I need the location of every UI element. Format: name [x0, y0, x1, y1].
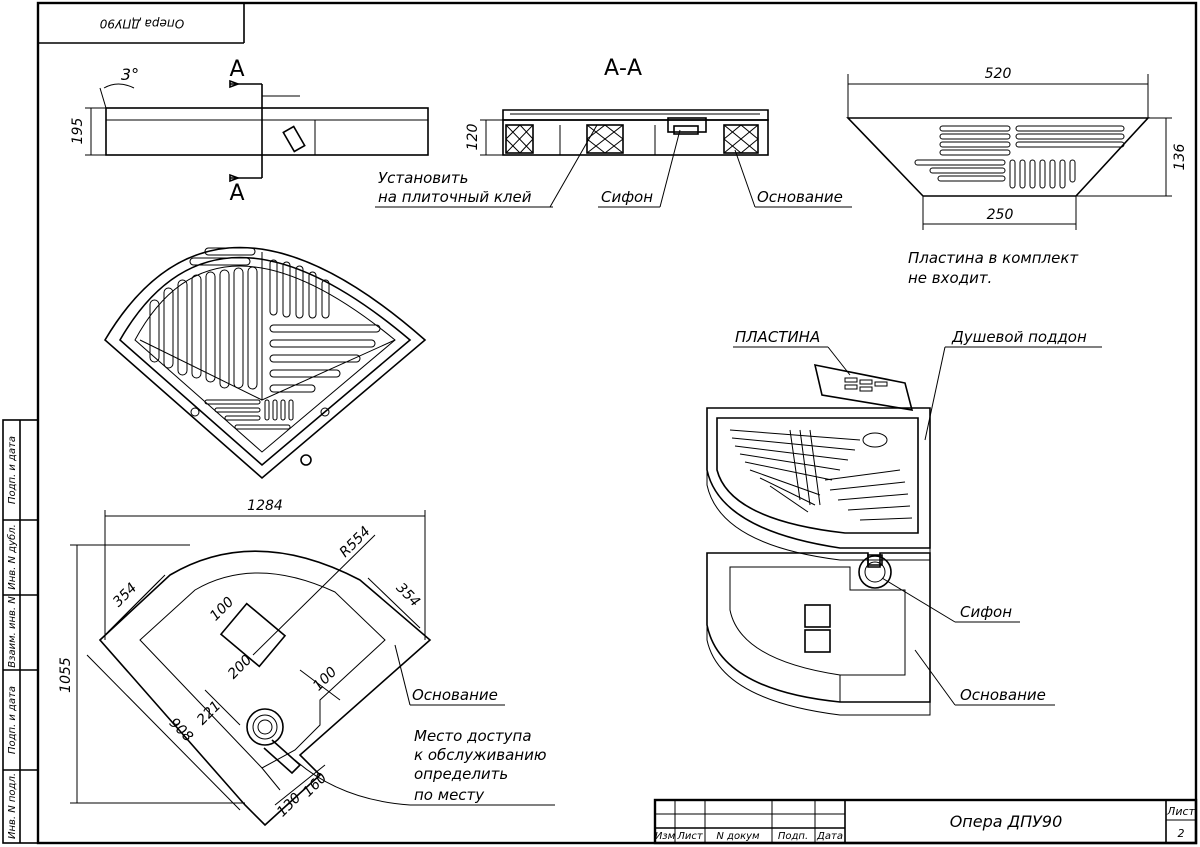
dim-1284: 1284 [247, 498, 283, 514]
base-plan: 1284 1055 R554 354 354 100 200 100 221 9… [58, 498, 555, 827]
label-base-plan: Основание [412, 686, 498, 704]
dim-160: 160 [300, 770, 330, 800]
sheet-number: 2 [1178, 827, 1185, 840]
dim-130: 130 [274, 790, 304, 820]
title-block: Изм Лист N докум Подп. Дата Опера ДПУ90 … [653, 798, 1198, 845]
section-aa: А-А 120 Установить на плиточный клей Сиф… [375, 56, 852, 208]
label-base-section: Основание [757, 188, 843, 206]
dim-100-right: 100 [310, 664, 340, 694]
dim-height-195: 195 [70, 118, 86, 145]
label-siphon-section: Сифон [601, 188, 653, 206]
side-view: А А 195 3° [70, 57, 429, 206]
dim-1055: 1055 [58, 657, 74, 693]
label-tray: Душевой поддон [951, 328, 1087, 346]
access-note-2: к обслуживанию [414, 746, 546, 764]
mirror-title: Опера ДПУ90 [99, 17, 184, 31]
svg-text:Инв. N дубл.: Инв. N дубл. [6, 524, 18, 590]
svg-text:Инв. N подл.: Инв. N подл. [7, 773, 18, 839]
col-list: Лист [676, 831, 704, 842]
plate-view: 520 250 136 Пластина в комплект не входи… [846, 66, 1188, 287]
col-sign: Подп. [778, 831, 808, 842]
col-izm: Изм [655, 831, 676, 842]
svg-text:Взаим. инв. N: Взаим. инв. N [7, 596, 18, 668]
label-glue-1: Установить [378, 169, 468, 187]
dim-plate-136: 136 [1172, 144, 1188, 171]
col-doc: N докум [716, 831, 760, 842]
section-marker-top: А [229, 57, 244, 82]
section-title: А-А [604, 56, 642, 81]
dim-section-120: 120 [465, 124, 481, 151]
svg-text:Подп. и дата: Подп. и дата [7, 686, 18, 754]
dim-200: 200 [225, 652, 255, 682]
iso-view: ПЛАСТИНА Душевой поддон Сифон Основание [706, 328, 1102, 716]
angle-label: 3° [121, 65, 139, 84]
section-marker-bottom: А [229, 181, 244, 206]
access-note-1: Место доступа [414, 727, 532, 745]
side-stamp: Подп. и дата Инв. N дубл. Взаим. инв. N … [2, 419, 39, 844]
svg-text:Подп. и дата: Подп. и дата [7, 436, 18, 504]
tray-top-view [103, 246, 427, 480]
access-note-3: определить [414, 765, 508, 783]
label-plate: ПЛАСТИНА [735, 328, 820, 346]
label-glue-2: на плиточный клей [378, 188, 532, 206]
dim-plate-520: 520 [985, 66, 1012, 82]
col-date: Дата [816, 831, 843, 842]
dim-plate-250: 250 [987, 207, 1014, 223]
plate-note-2: не входит. [908, 269, 992, 287]
label-siphon-iso: Сифон [960, 603, 1012, 621]
access-note-4: по месту [414, 786, 485, 804]
sheet-label: Лист [1166, 805, 1195, 818]
drawing-title: Опера ДПУ90 [950, 812, 1063, 831]
label-base-iso: Основание [960, 686, 1046, 704]
plate-note-1: Пластина в комплект [908, 249, 1079, 267]
